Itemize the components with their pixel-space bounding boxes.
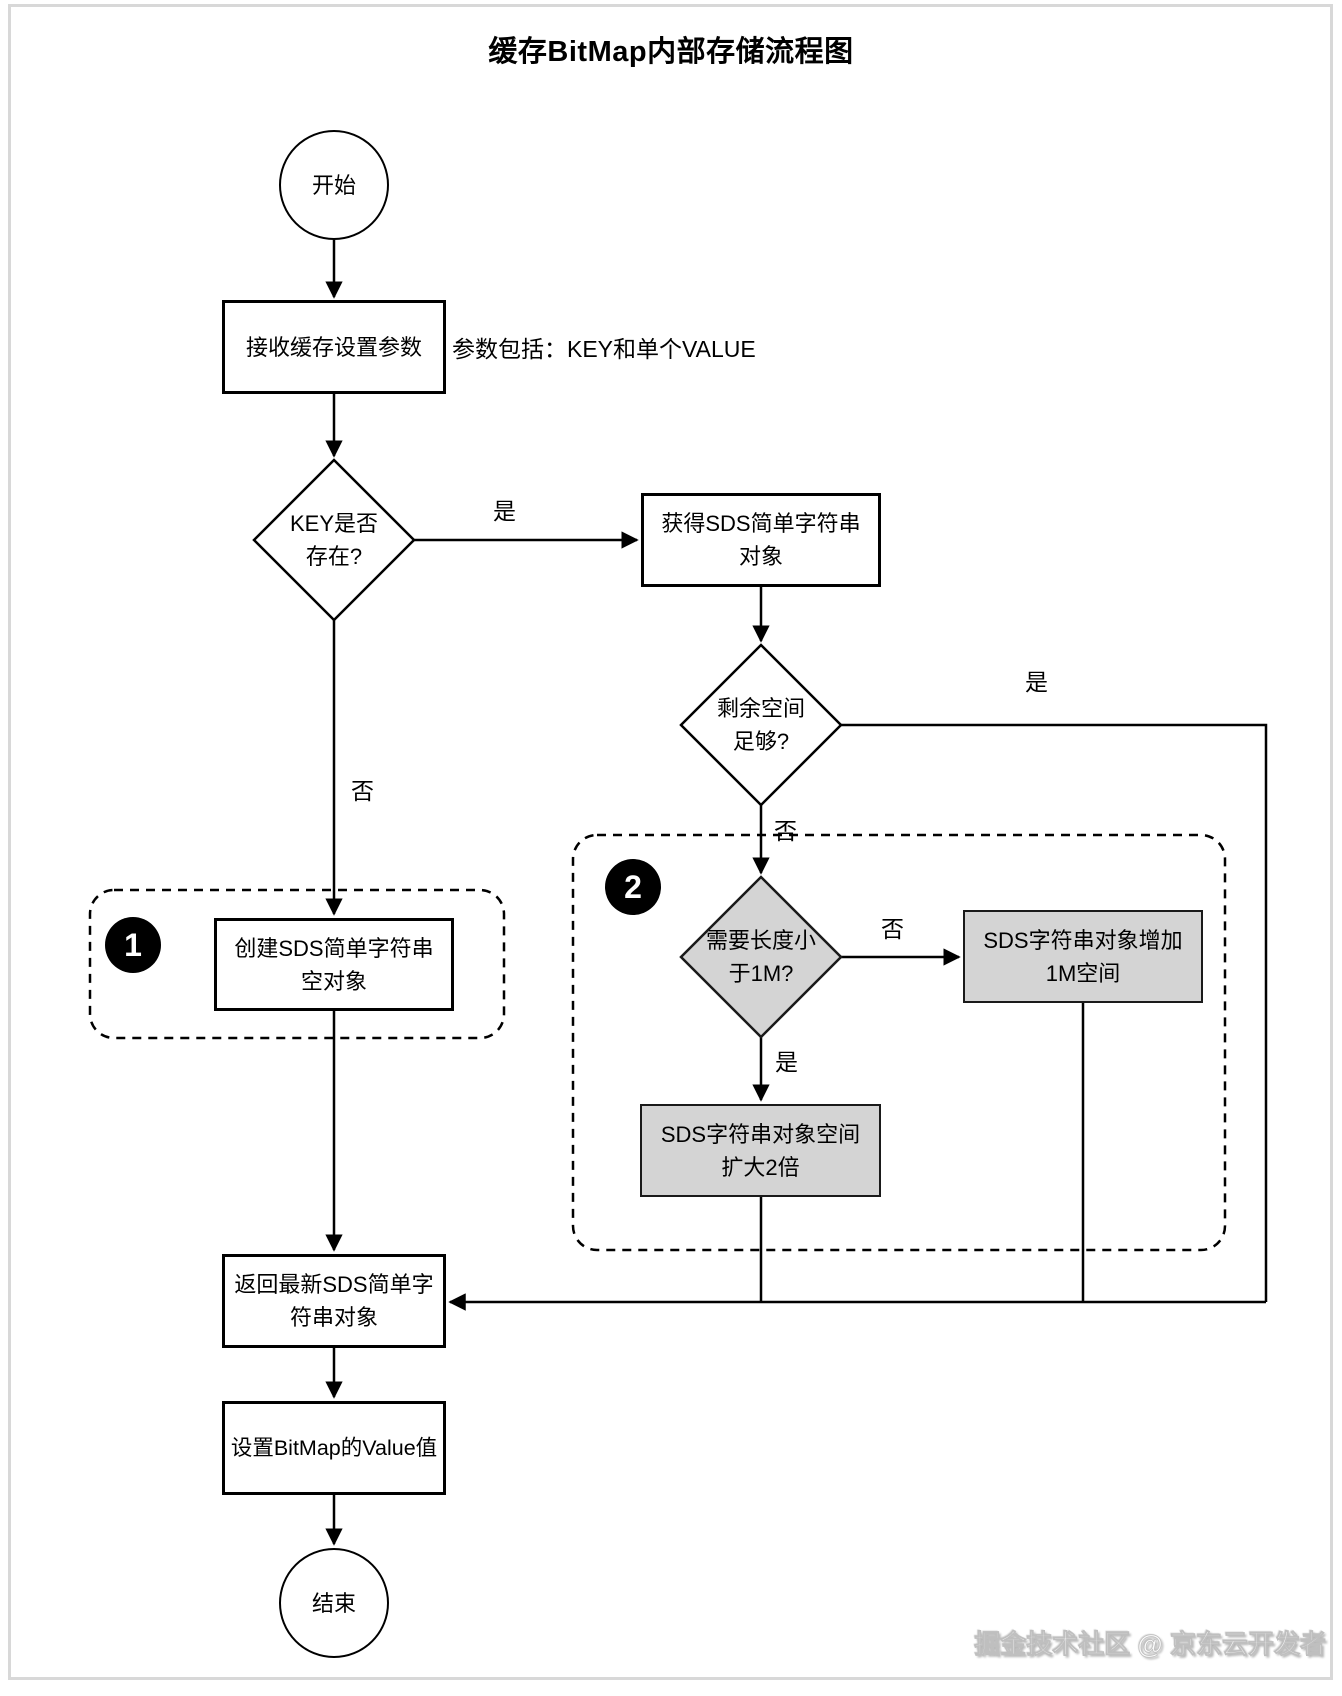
space-enough-diamond bbox=[679, 643, 843, 807]
return-sds-box: 返回最新SDS简单字 符串对象 bbox=[222, 1254, 446, 1348]
edge-spaceenough-yes-down bbox=[841, 723, 1268, 1302]
watermark: 掘金技术社区 @ 京东云开发者 bbox=[974, 1629, 1327, 1660]
set-bitmap-value-box: 设置BitMap的Value值 bbox=[222, 1401, 446, 1495]
dashed-group-2 bbox=[571, 833, 1227, 1252]
diagram-title: 缓存BitMap内部存储流程图 bbox=[488, 36, 854, 68]
edge-label-yes-keyexists: 是 bbox=[493, 498, 516, 524]
edge-label-no-spaceenough: 否 bbox=[774, 818, 797, 844]
edge-label-yes-length: 是 bbox=[775, 1049, 798, 1075]
end-node: 结束 bbox=[279, 1548, 389, 1658]
space-enough-label: 剩余空间 足够? bbox=[716, 696, 805, 754]
edge-label-yes-spaceenough: 是 bbox=[1025, 669, 1048, 695]
length-lt-1m-label: 需要长度小 于1M? bbox=[705, 928, 816, 986]
key-exists-diamond bbox=[252, 458, 416, 622]
params-annotation: 参数包括：KEY和单个VALUE bbox=[452, 336, 756, 362]
edge-label-no-length: 否 bbox=[881, 916, 904, 942]
edge-label-no-keyexists: 否 bbox=[351, 778, 374, 804]
create-sds-box: 创建SDS简单字符串 空对象 bbox=[214, 918, 454, 1011]
add-1m-box: SDS字符串对象增加 1M空间 bbox=[963, 910, 1203, 1003]
get-sds-box: 获得SDS简单字符串 对象 bbox=[641, 493, 881, 587]
receive-params-box: 接收缓存设置参数 bbox=[222, 300, 446, 394]
start-node: 开始 bbox=[279, 130, 389, 240]
dashed-group-1 bbox=[88, 888, 506, 1040]
expand-double-box: SDS字符串对象空间 扩大2倍 bbox=[640, 1104, 881, 1197]
group-1-badge: 1 bbox=[105, 917, 161, 973]
key-exists-label: KEY是否 存在? bbox=[289, 511, 379, 569]
length-lt-1m-diamond bbox=[679, 875, 843, 1039]
group-2-badge: 2 bbox=[605, 859, 661, 915]
